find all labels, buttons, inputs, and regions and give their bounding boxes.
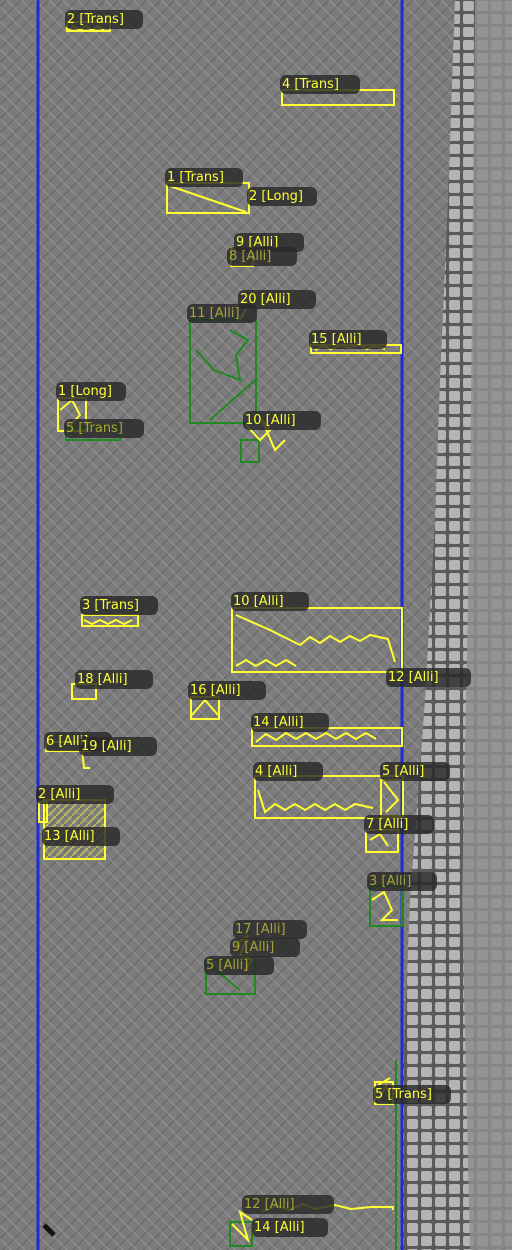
- label-alli-8: 8 [Alli]: [227, 247, 297, 266]
- label-alli-10: 10 [Alli]: [231, 592, 309, 611]
- label-alli-12-lower: 12 [Alli]: [242, 1195, 334, 1214]
- label-alli-5-lower: 5 [Alli]: [204, 956, 274, 975]
- label-alli-20: 20 [Alli]: [238, 290, 316, 309]
- label-trans-5: 5 [Trans]: [373, 1085, 451, 1104]
- label-trans-5-top: 5 [Trans]: [64, 419, 144, 438]
- label-alli-15: 15 [Alli]: [309, 330, 387, 349]
- label-trans-2: 2 [Trans]: [65, 10, 143, 29]
- label-trans-4: 4 [Trans]: [280, 75, 360, 94]
- label-alli-7: 7 [Alli]: [364, 815, 434, 834]
- label-alli-18: 18 [Alli]: [75, 670, 153, 689]
- label-alli-14: 14 [Alli]: [251, 713, 329, 732]
- label-alli-12: 12 [Alli]: [386, 668, 471, 687]
- label-trans-3: 3 [Trans]: [80, 596, 158, 615]
- label-alli-16: 16 [Alli]: [188, 681, 266, 700]
- label-alli-3: 3 [Alli]: [367, 872, 437, 891]
- label-alli-11: 11 [Alli]: [187, 304, 257, 323]
- label-alli-5: 5 [Alli]: [380, 762, 450, 781]
- label-alli-9-lower: 9 [Alli]: [230, 938, 300, 957]
- label-alli-14-lower: 14 [Alli]: [252, 1218, 328, 1237]
- label-alli-2: 2 [Alli]: [36, 785, 114, 804]
- label-alli-4: 4 [Alli]: [253, 762, 323, 781]
- label-long-1: 1 [Long]: [56, 382, 126, 401]
- label-alli-19: 19 [Alli]: [79, 737, 157, 756]
- label-alli-10-upper: 10 [Alli]: [243, 411, 321, 430]
- label-alli-17: 17 [Alli]: [233, 920, 307, 939]
- label-long-2: 2 [Long]: [247, 187, 317, 206]
- label-trans-1: 1 [Trans]: [165, 168, 243, 187]
- label-alli-13: 13 [Alli]: [42, 827, 120, 846]
